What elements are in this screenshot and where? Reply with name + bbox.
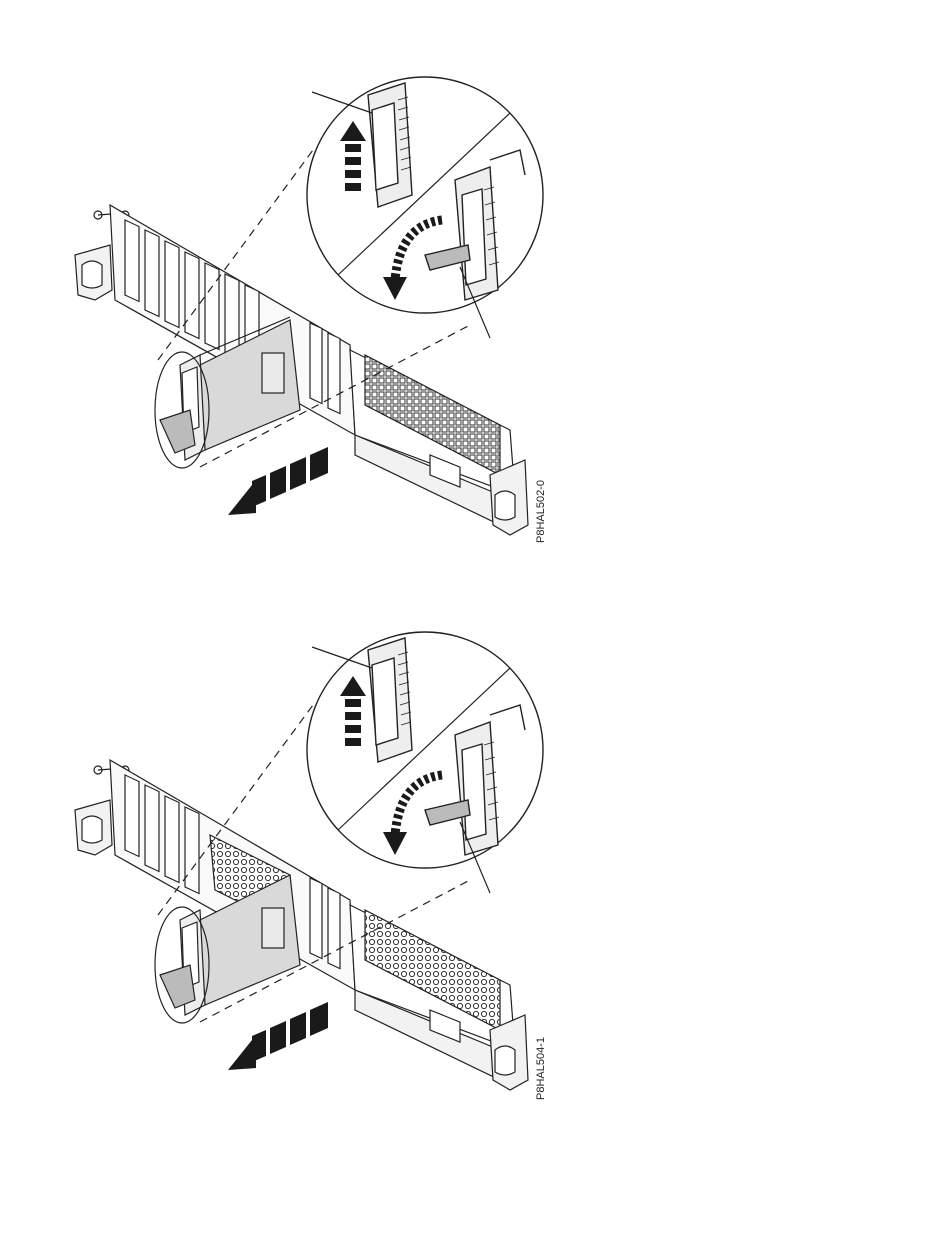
figure-2: P8HAL504-1: [0, 610, 950, 1170]
detail-magnifier: [307, 77, 543, 313]
figure-1-illustration: P8HAL502-0: [0, 55, 950, 615]
pull-arrow-icon: [228, 1002, 328, 1070]
pull-arrow-icon: [228, 447, 328, 515]
figure-id-label: P8HAL502-0: [535, 480, 547, 543]
figure-id-label: P8HAL504-1: [535, 1037, 547, 1100]
detail-magnifier: [307, 632, 543, 868]
figure-1: P8HAL502-0: [0, 55, 950, 615]
figure-2-illustration: P8HAL504-1: [0, 610, 950, 1170]
